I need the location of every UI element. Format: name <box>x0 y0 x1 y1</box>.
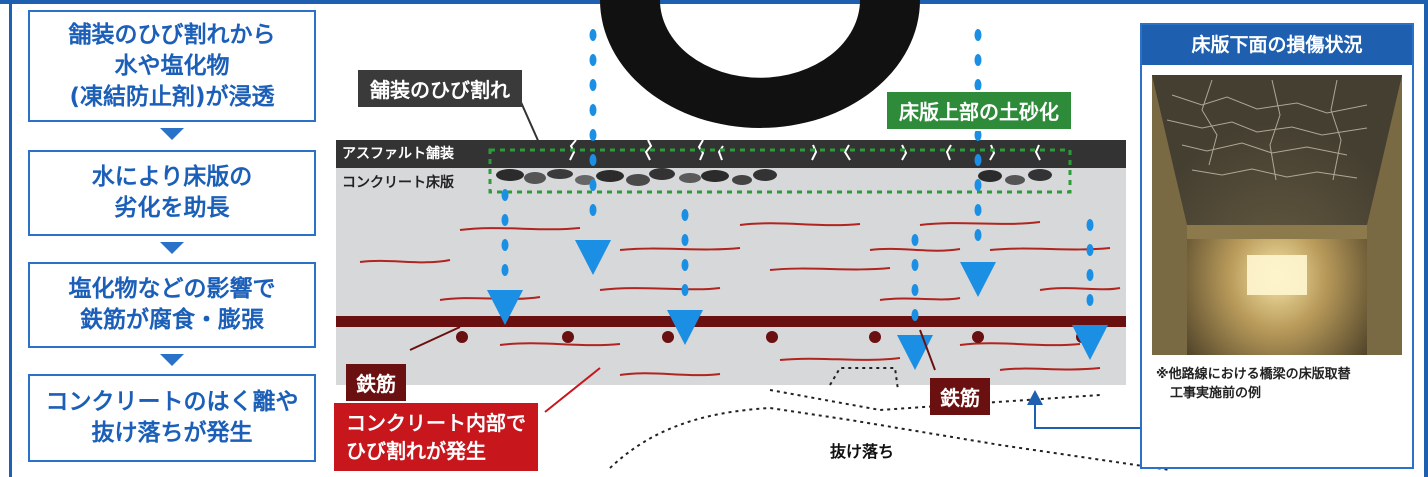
flow-arrow-2 <box>160 242 184 254</box>
asphalt-cracks <box>569 139 1041 161</box>
flow-step-2-line-2: 劣化を助長 <box>114 195 230 221</box>
photo-panel: 床版下面の損傷状況 <box>1140 23 1414 469</box>
flow-arrow-3 <box>160 354 184 366</box>
falloff-outline <box>609 367 1171 471</box>
internal-crack-label-line-1: コンクリート内部で <box>346 411 526 435</box>
flow-step-1-line-3: (凍結防止剤)が浸透 <box>69 83 275 110</box>
internal-crack-label-line-2: ひび割れが発生 <box>346 439 486 463</box>
flow-step-3-line-2: 鉄筋が腐食・膨張 <box>80 307 264 333</box>
flow-step-1: 舗装のひび割れから 水や塩化物 (凍結防止剤)が浸透 <box>28 10 316 122</box>
rebar-bar <box>336 316 1126 327</box>
flow-step-3: 塩化物などの影響で 鉄筋が腐食・膨張 <box>28 262 316 348</box>
photo-panel-title: 床版下面の損傷状況 <box>1142 25 1412 65</box>
deck-underside-photo-drawing <box>1152 75 1402 355</box>
flow-arrow-1 <box>160 128 184 140</box>
flow-step-2: 水により床版の 劣化を助長 <box>28 150 316 236</box>
rebar-label-right: 鉄筋 <box>930 378 990 415</box>
internal-cracks <box>359 221 1121 377</box>
deck-top-degradation-box <box>488 148 1072 194</box>
crack-leader-line <box>519 99 541 146</box>
concrete-slab <box>336 165 1126 385</box>
flow-step-4: コンクリートのはく離や 抜け落ちが発生 <box>28 374 316 462</box>
rebar-leader-left <box>409 326 461 351</box>
photo-caption: ※他路線における橋梁の床版取替 工事実施前の例 <box>1156 365 1351 403</box>
frame-top-border <box>0 0 1428 4</box>
deck-top-label: 床版上部の土砂化 <box>885 90 1073 131</box>
gravel-stones <box>496 168 1052 186</box>
frame-right-border <box>1424 0 1428 477</box>
water-drops <box>501 29 1094 321</box>
pavement-crack-label: 舗装のひび割れ <box>358 70 522 107</box>
tire-shape <box>600 0 920 128</box>
deck-underside-photo <box>1152 75 1402 355</box>
frame-left-border <box>9 0 12 477</box>
asphalt-layer <box>336 140 1126 168</box>
rebar-leader-right <box>919 329 936 371</box>
flow-step-4-line-2: 抜け落ちが発生 <box>91 420 253 446</box>
internal-crack-label: コンクリート内部で ひび割れが発生 <box>334 403 538 471</box>
concrete-layer-label: コンクリート床版 <box>342 175 454 191</box>
flow-step-1-line-2: 水や塩化物 <box>114 52 230 79</box>
flow-step-1-line-1: 舗装のひび割れから <box>68 21 276 48</box>
flow-step-2-line-1: 水により床版の <box>91 164 253 190</box>
rebar-label-left: 鉄筋 <box>346 364 406 401</box>
photo-connector-arrowhead <box>1027 390 1043 405</box>
photo-caption-line-1: ※他路線における橋梁の床版取替 <box>1156 367 1351 382</box>
falloff-label: 抜け落ち <box>830 442 895 461</box>
internal-crack-leader <box>544 367 601 413</box>
asphalt-layer-label: アスファルト舗装 <box>342 146 454 162</box>
flow-step-3-line-1: 塩化物などの影響で <box>68 276 276 302</box>
water-arrows <box>487 240 1108 370</box>
flow-step-4-line-1: コンクリートのはく離や <box>45 389 299 415</box>
photo-caption-line-2: 工事実施前の例 <box>1170 386 1262 401</box>
